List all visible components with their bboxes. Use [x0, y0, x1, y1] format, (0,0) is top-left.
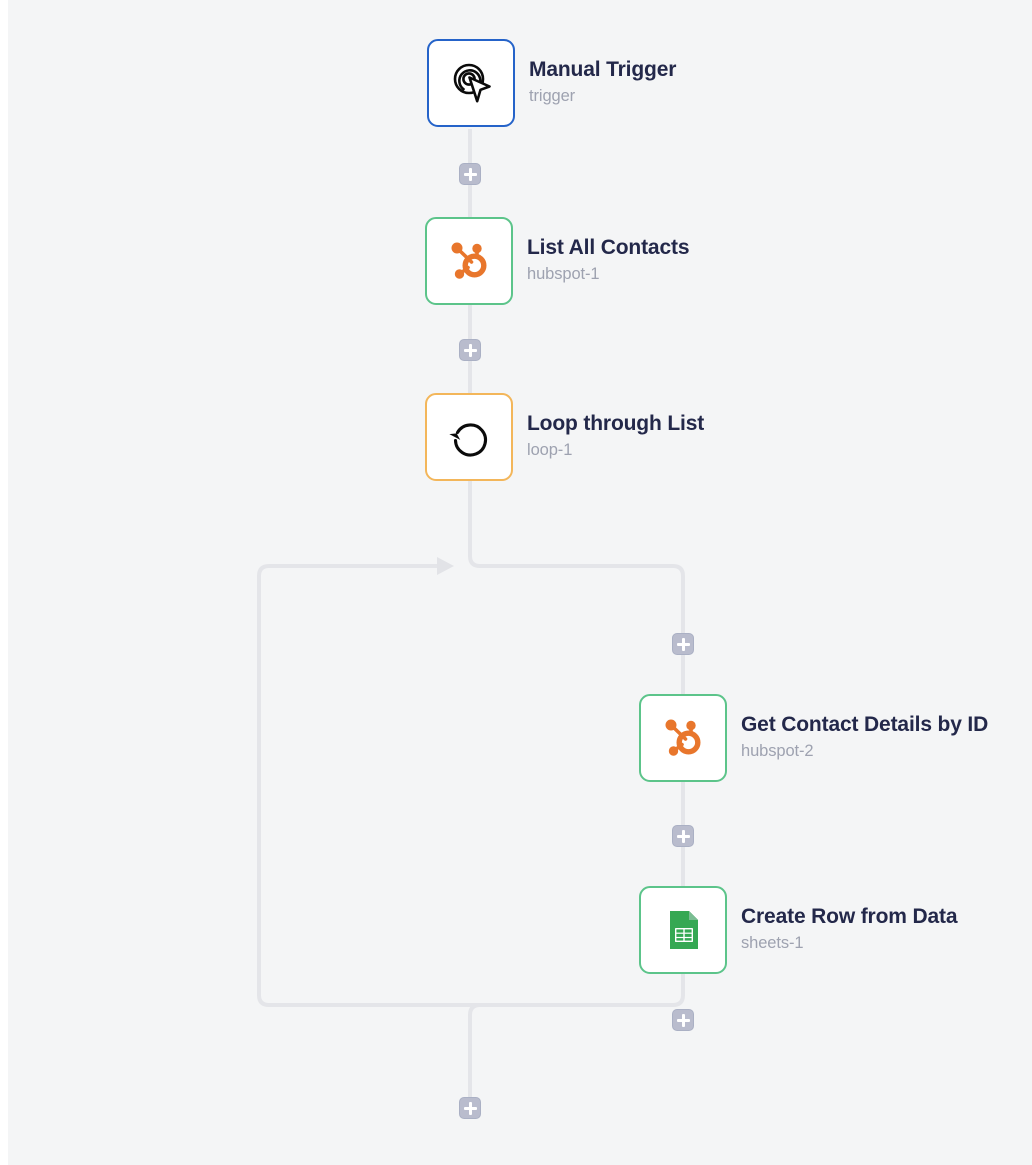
manual-trigger-cursor-icon — [453, 63, 491, 103]
node-loop-1[interactable]: Loop through List loop-1 — [425, 393, 704, 481]
canvas-left-gutter — [0, 0, 8, 1165]
node-subtitle: hubspot-2 — [741, 741, 814, 760]
add-node-button-after-hubspot-1[interactable] — [459, 339, 481, 361]
node-subtitle: loop-1 — [527, 440, 573, 459]
node-icon-box-hubspot-2[interactable] — [639, 694, 727, 782]
node-title: List All Contacts — [527, 236, 690, 260]
node-subtitle: hubspot-1 — [527, 264, 600, 283]
node-title: Get Contact Details by ID — [741, 713, 989, 737]
node-hubspot-1[interactable]: List All Contacts hubspot-1 — [425, 217, 690, 305]
add-node-button-after-loop[interactable] — [459, 1097, 481, 1119]
node-icon-box-hubspot-1[interactable] — [425, 217, 513, 305]
hubspot-logo-icon — [665, 719, 701, 756]
node-title: Create Row from Data — [741, 905, 958, 929]
node-icon-box-loop-1[interactable] — [425, 393, 513, 481]
cursor-arrow — [468, 76, 491, 103]
node-sheets-1[interactable]: Create Row from Data sheets-1 — [639, 886, 958, 974]
node-subtitle: trigger — [529, 86, 576, 105]
node-labels-trigger: Manual Trigger trigger — [529, 57, 676, 109]
add-node-button-after-sheets-1[interactable] — [672, 1009, 694, 1031]
edge-loop1-to-hubspot2 — [468, 481, 685, 694]
node-labels-hubspot-2: Get Contact Details by ID hubspot-2 — [741, 712, 988, 764]
google-sheets-icon — [670, 911, 698, 949]
add-node-button-after-hubspot-2[interactable] — [672, 825, 694, 847]
node-subtitle: sheets-1 — [741, 933, 804, 952]
edge-loop-exit-to-plus — [468, 1003, 481, 1097]
node-labels-hubspot-1: List All Contacts hubspot-1 — [527, 235, 690, 287]
loop-refresh-icon — [449, 423, 488, 457]
add-node-button-before-hubspot-2[interactable] — [672, 633, 694, 655]
node-icon-box-trigger[interactable] — [427, 39, 515, 127]
loopback-arrowhead — [437, 557, 454, 575]
node-icon-box-sheets-1[interactable] — [639, 886, 727, 974]
node-hubspot-2[interactable]: Get Contact Details by ID hubspot-2 — [639, 694, 988, 782]
node-labels-loop-1: Loop through List loop-1 — [527, 411, 704, 463]
hubspot-logo-icon — [451, 242, 487, 279]
add-node-button-after-trigger[interactable] — [459, 163, 481, 185]
node-title: Loop through List — [527, 412, 705, 436]
node-labels-sheets-1: Create Row from Data sheets-1 — [741, 904, 958, 956]
node-title: Manual Trigger — [529, 58, 677, 82]
edge-loopback-return — [257, 564, 685, 1007]
node-trigger[interactable]: Manual Trigger trigger — [427, 39, 676, 127]
